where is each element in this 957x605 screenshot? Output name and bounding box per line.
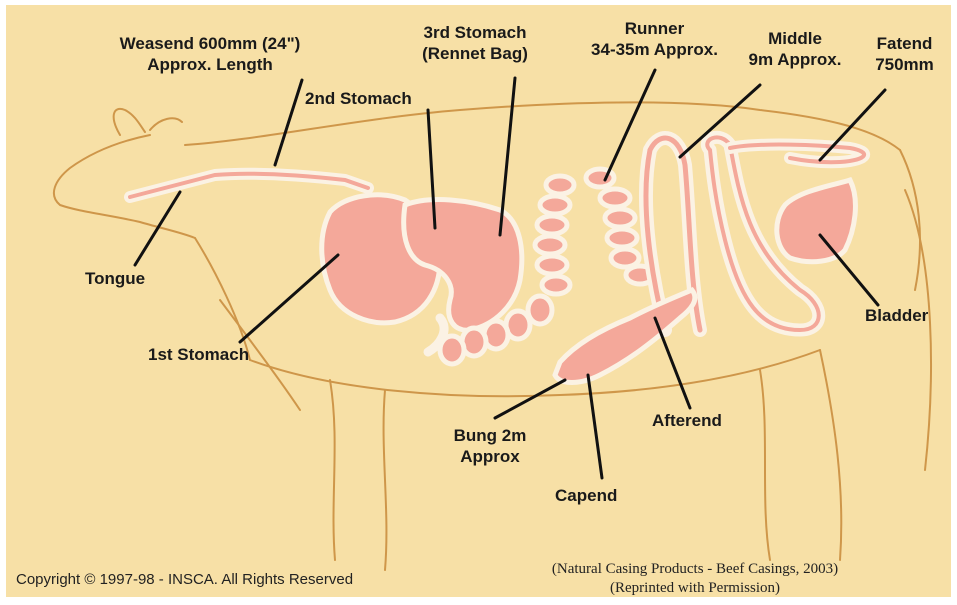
cow-belly-outline [250, 350, 820, 396]
bladder-label: Bladder [865, 305, 928, 326]
second-stomach-label: 2nd Stomach [305, 88, 412, 109]
first-stomach-leader [240, 255, 338, 342]
bung-label: Bung 2m Approx [435, 425, 545, 467]
bung-leader [495, 380, 565, 418]
cow-tail-outline [905, 190, 931, 470]
cow-hind-leg-outline [760, 350, 841, 560]
citation: (Natural Casing Products - Beef Casings,… [475, 560, 915, 598]
tongue-label: Tongue [85, 268, 145, 289]
weasend-leader [275, 80, 302, 165]
middle-label: Middle 9m Approx. [730, 28, 860, 70]
weasend-label: Weasend 600mm (24") Approx. Length [80, 33, 340, 75]
third-stomach-leader [500, 78, 515, 235]
third-stomach-label: 3rd Stomach (Rennet Bag) [395, 22, 555, 64]
capend-label: Capend [555, 485, 617, 506]
bladder-shape [777, 180, 856, 262]
first-stomach-label: 1st Stomach [148, 344, 249, 365]
afterend-label: Afterend [652, 410, 722, 431]
copyright-notice: Copyright © 1997-98 - INSCA. All Rights … [16, 571, 353, 588]
tongue-leader [135, 192, 180, 265]
cow-horn-outline [150, 118, 182, 130]
afterend-leader [655, 318, 690, 408]
cow-front-leg-outline [330, 380, 386, 570]
runner-label: Runner 34-35m Approx. [572, 18, 737, 60]
cow-rump-outline [900, 150, 920, 290]
cow-ear-outline [114, 109, 145, 135]
fatend-label: Fatend 750mm [862, 33, 947, 75]
capend-leader [588, 375, 602, 478]
fatend-tube [730, 145, 864, 163]
